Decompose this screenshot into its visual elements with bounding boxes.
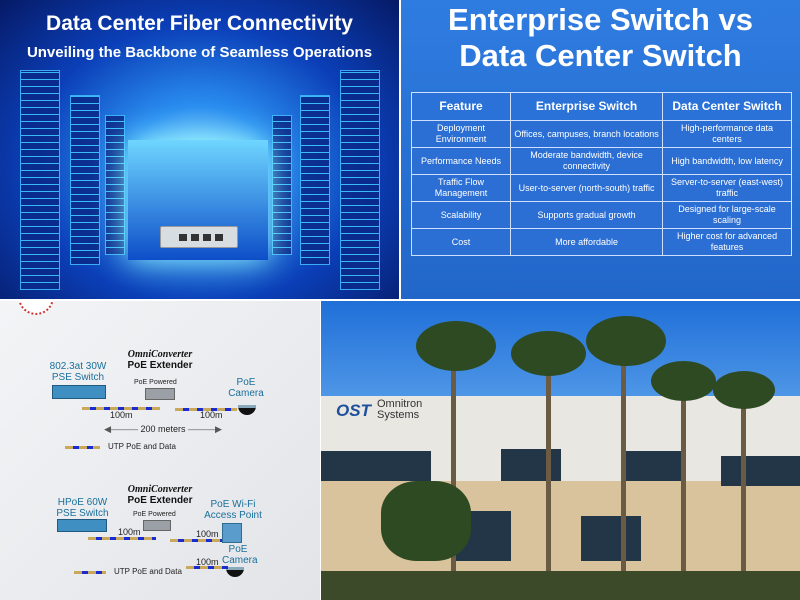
cell: High-performance data centers — [662, 120, 792, 148]
cell: Server-to-server (east-west) traffic — [662, 174, 792, 202]
cell: More affordable — [509, 228, 664, 256]
total-distance: ◀——— 200 meters ———▶ — [104, 424, 222, 434]
access-point-label: PoE Wi-Fi Access Point — [204, 499, 262, 521]
fiber-subtitle: Unveiling the Backbone of Seamless Opera… — [26, 44, 373, 61]
switch-icon — [57, 519, 107, 532]
camera-icon — [226, 567, 244, 577]
extender-icon — [145, 388, 175, 400]
cell: Supports gradual growth — [509, 201, 664, 229]
comparison-table: Feature Enterprise Switch Data Center Sw… — [411, 92, 792, 256]
cell: Deployment Environment — [411, 120, 511, 148]
header-enterprise: Enterprise Switch — [509, 92, 664, 121]
extender-icon — [143, 520, 171, 531]
product-label: PoE Extender — [127, 360, 193, 371]
distance-label: 100m — [110, 410, 133, 420]
cell: Performance Needs — [411, 147, 511, 175]
powered-label: PoE Powered — [133, 511, 176, 518]
pse-switch-label: HPoE 60W PSE Switch — [56, 497, 109, 519]
cell: Designed for large-scale scaling — [662, 201, 792, 229]
cell: Traffic Flow Management — [411, 174, 511, 202]
header-datacenter: Data Center Switch — [662, 92, 792, 121]
fiber-title: Data Center Fiber Connectivity — [46, 12, 353, 35]
cell: Scalability — [411, 201, 511, 229]
pse-switch-label: 802.3at 30W PSE Switch — [49, 361, 107, 383]
brand-label: OmniConverter — [127, 349, 193, 360]
camera-icon — [238, 405, 256, 415]
brand-label: OmniConverter — [127, 484, 193, 495]
cell: Moderate bandwidth, device connectivity — [509, 147, 664, 175]
cell: Cost — [411, 228, 511, 256]
distance-label: 100m — [118, 527, 141, 537]
access-point-icon — [222, 523, 242, 543]
product-label: PoE Extender — [127, 495, 193, 506]
header-feature: Feature — [411, 92, 511, 121]
network-switch-image — [160, 226, 238, 248]
fiber-connectivity-banner: Data Center Fiber Connectivity Unveiling… — [0, 0, 399, 299]
distance-label: 100m — [200, 410, 223, 420]
cell: User-to-server (north-south) traffic — [509, 174, 664, 202]
company-logo: OST — [336, 401, 371, 420]
distance-label: 100m — [196, 557, 219, 567]
camera-label: PoE Camera — [222, 544, 258, 566]
cell: High bandwidth, low latency — [662, 147, 792, 175]
switch-icon — [52, 385, 106, 399]
badge-logo — [18, 301, 54, 315]
table-header-row: Feature Enterprise Switch Data Center Sw… — [411, 92, 792, 121]
cell: Higher cost for advanced features — [662, 228, 792, 256]
camera-label: PoE Camera — [228, 377, 264, 399]
legend-label: UTP PoE and Data — [108, 442, 176, 451]
powered-label: PoE Powered — [134, 379, 177, 386]
distance-label: 100m — [196, 529, 219, 539]
legend-label: UTP PoE and Data — [114, 567, 182, 576]
cell: Offices, campuses, branch locations — [509, 120, 664, 148]
